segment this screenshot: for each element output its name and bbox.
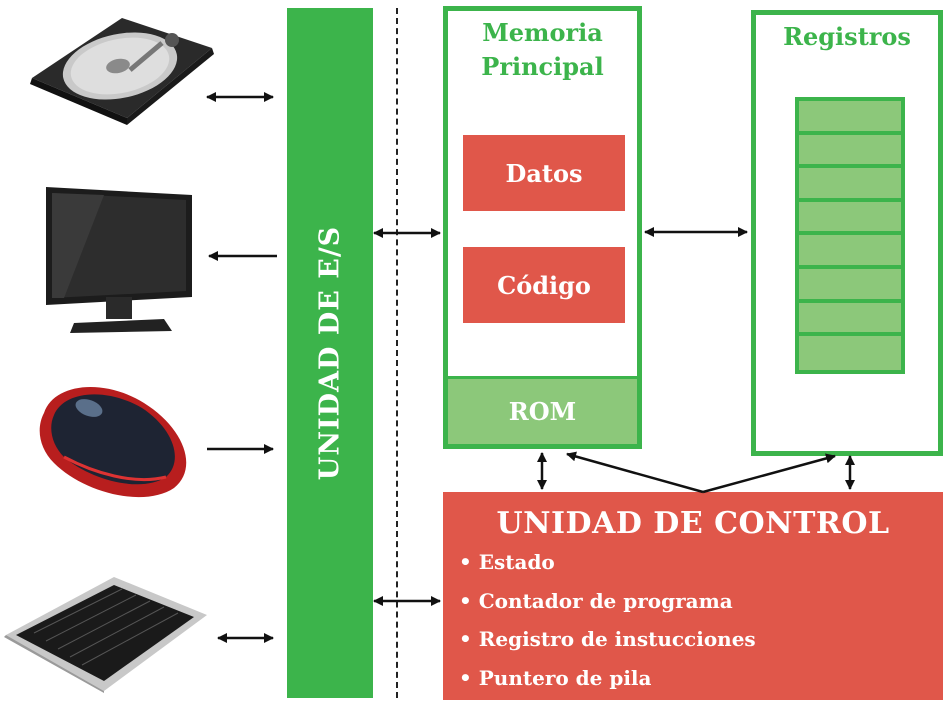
code-segment: Código: [463, 247, 625, 323]
register-cell: [799, 235, 901, 269]
main-memory-title-line2: Principal: [481, 52, 604, 81]
main-memory-title: Memoria Principal: [443, 16, 642, 84]
control-unit-box: UNIDAD DE CONTROL • Estado • Contador de…: [443, 492, 943, 700]
control-unit-item-stack-pointer: • Puntero de pila: [459, 666, 652, 690]
code-segment-label: Código: [497, 270, 591, 300]
control-unit-item-program-counter: • Contador de programa: [459, 589, 733, 613]
mouse-icon: [39, 386, 187, 498]
register-cell: [799, 201, 901, 236]
keyboard-icon: [4, 577, 207, 693]
register-cell: [799, 101, 901, 135]
register-cell: [799, 336, 901, 370]
bus-separator-line: [396, 8, 398, 698]
main-memory-title-line1: Memoria: [482, 18, 603, 47]
register-cell: [799, 168, 901, 202]
control-registers-diag-arrow: [702, 453, 836, 494]
register-stack: [795, 97, 905, 374]
register-cell: [799, 268, 901, 303]
control-unit-item-instruction-register: • Registro de instucciones: [459, 627, 756, 651]
control-memory-diag-arrow: [566, 451, 704, 494]
registers-title: Registros: [783, 22, 911, 51]
register-cell: [799, 302, 901, 337]
monitor-icon: [46, 187, 192, 333]
register-cell: [799, 134, 901, 169]
control-unit-title: UNIDAD DE CONTROL: [496, 506, 890, 541]
control-unit-item-status: • Estado: [459, 550, 555, 574]
io-unit-bar: UNIDAD DE E/S: [287, 8, 373, 698]
data-segment: Datos: [463, 135, 625, 211]
main-memory-box: [443, 6, 642, 449]
data-segment-label: Datos: [505, 158, 583, 188]
rom-label: ROM: [508, 397, 577, 426]
rom-block: ROM: [448, 376, 637, 444]
hard-drive-icon: [30, 18, 214, 125]
